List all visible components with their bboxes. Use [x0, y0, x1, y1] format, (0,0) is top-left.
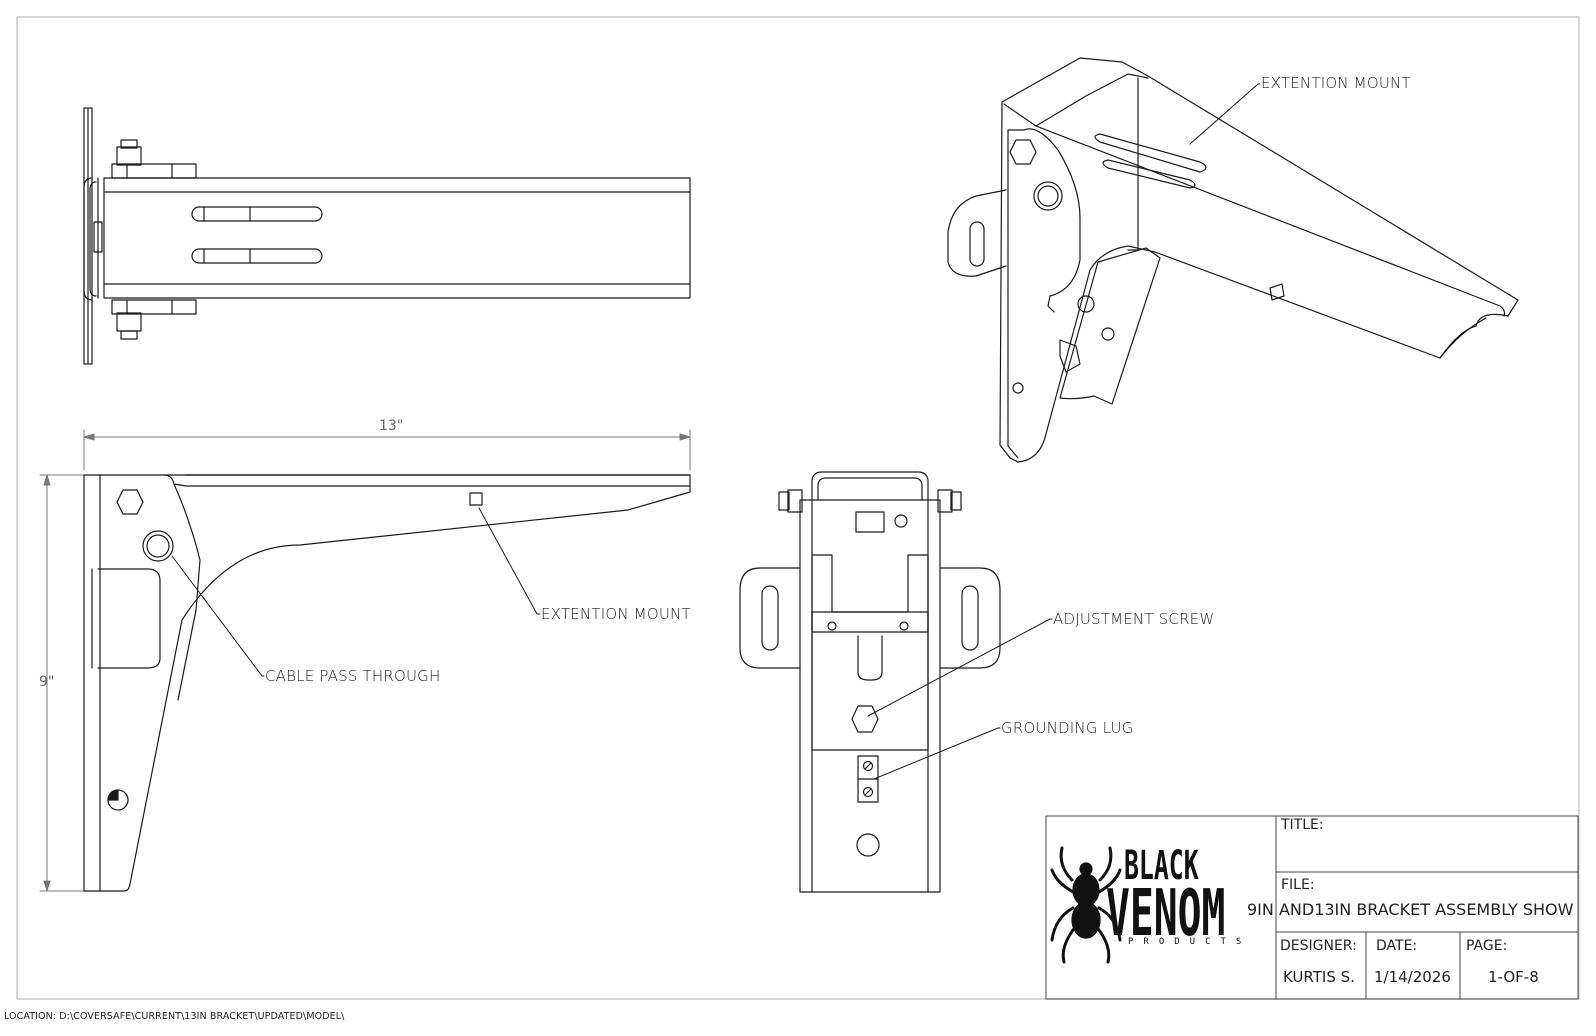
front-callout-leaders	[867, 618, 1053, 780]
callout-grounding-lug: GROUNDING LUG	[1001, 719, 1134, 737]
file-location-path: LOCATION: D:\COVERSAFE\CURRENT\13IN BRAC…	[4, 1011, 345, 1022]
top-view	[83, 107, 691, 365]
front-view	[739, 471, 1001, 893]
side-view	[83, 474, 691, 892]
date-value: 1/14/2026	[1374, 968, 1451, 986]
isometric-view	[947, 57, 1519, 463]
file-label: FILE:	[1281, 877, 1315, 893]
file-value: 9IN AND13IN BRACKET ASSEMBLY SHOW	[1247, 900, 1574, 919]
dimension-lines	[39, 429, 691, 892]
side-callout-leaders	[171, 507, 541, 677]
page-label: PAGE:	[1466, 938, 1508, 954]
iso-callout-leader	[1189, 83, 1261, 145]
width-dimension-label: 13"	[379, 418, 404, 434]
page-value: 1-OF-8	[1488, 968, 1539, 986]
sheet-border	[16, 16, 1580, 1000]
date-label: DATE:	[1376, 938, 1418, 954]
callout-cable-pass-through: CABLE PASS THROUGH	[265, 667, 441, 685]
height-dimension-label: 9"	[39, 674, 55, 690]
designer-value: KURTIS S.	[1283, 968, 1355, 986]
title-block-frame	[1045, 815, 1579, 1000]
logo-word-products: PRODUCTS	[1128, 937, 1252, 947]
callout-extention-mount-iso: EXTENTION MOUNT	[1261, 74, 1411, 92]
title-label: TITLE:	[1281, 817, 1324, 833]
callout-extention-mount-side: EXTENTION MOUNT	[541, 605, 691, 623]
callout-adjustment-screw: ADJUSTMENT SCREW	[1053, 610, 1215, 628]
logo-word-venom: VENOM	[1106, 877, 1226, 951]
designer-label: DESIGNER:	[1280, 938, 1357, 954]
logo-word-black: BLACK	[1124, 843, 1199, 889]
spider-logo-icon	[1050, 846, 1122, 964]
